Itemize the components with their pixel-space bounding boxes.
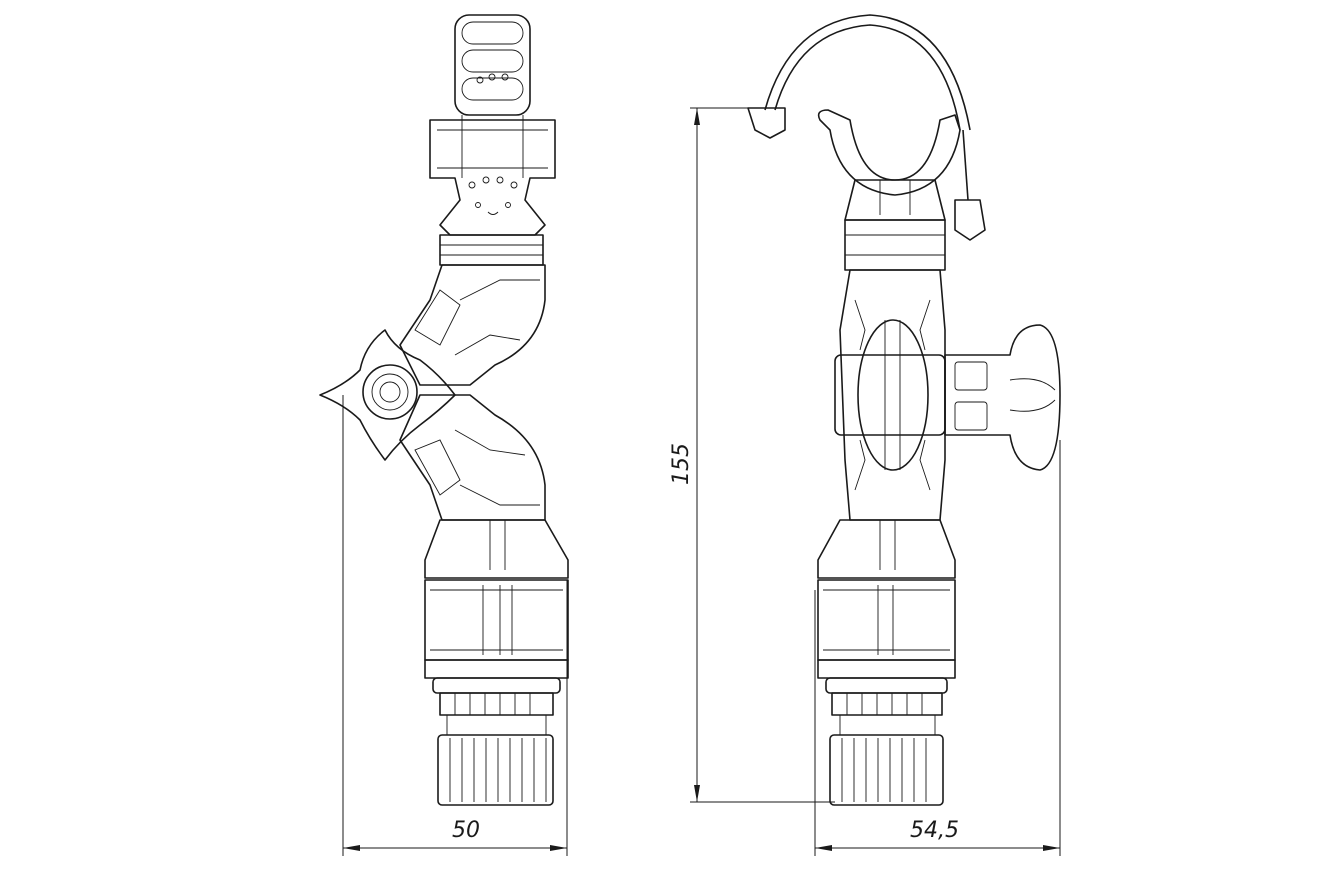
dimension-height-155 [690, 107, 835, 803]
dimension-label-54-5: 54,5 [910, 818, 959, 843]
clamp-housing [429, 115, 556, 236]
side-knob [944, 324, 1061, 471]
side-base-cone [817, 519, 956, 579]
side-collar [844, 219, 946, 271]
mounting-nut [424, 579, 569, 736]
dimension-label-50: 50 [452, 818, 480, 843]
dimension-label-155: 155 [669, 443, 694, 485]
side-nut [817, 579, 956, 736]
upper-collar [439, 234, 544, 266]
dimension-width-54-5 [814, 440, 1061, 856]
clamp-cradle [817, 109, 961, 221]
star-knob [319, 329, 456, 461]
knurled-base [437, 734, 554, 806]
base-cone [424, 519, 569, 579]
side-knurled-base [829, 734, 944, 806]
side-joint [834, 269, 946, 521]
clamp-strap [454, 14, 531, 116]
front-view [319, 14, 569, 806]
dimension-width-50 [342, 395, 568, 856]
strap-arc [747, 14, 986, 241]
side-view [747, 14, 1061, 806]
upper-arm [399, 264, 546, 386]
lower-arm [399, 394, 546, 521]
